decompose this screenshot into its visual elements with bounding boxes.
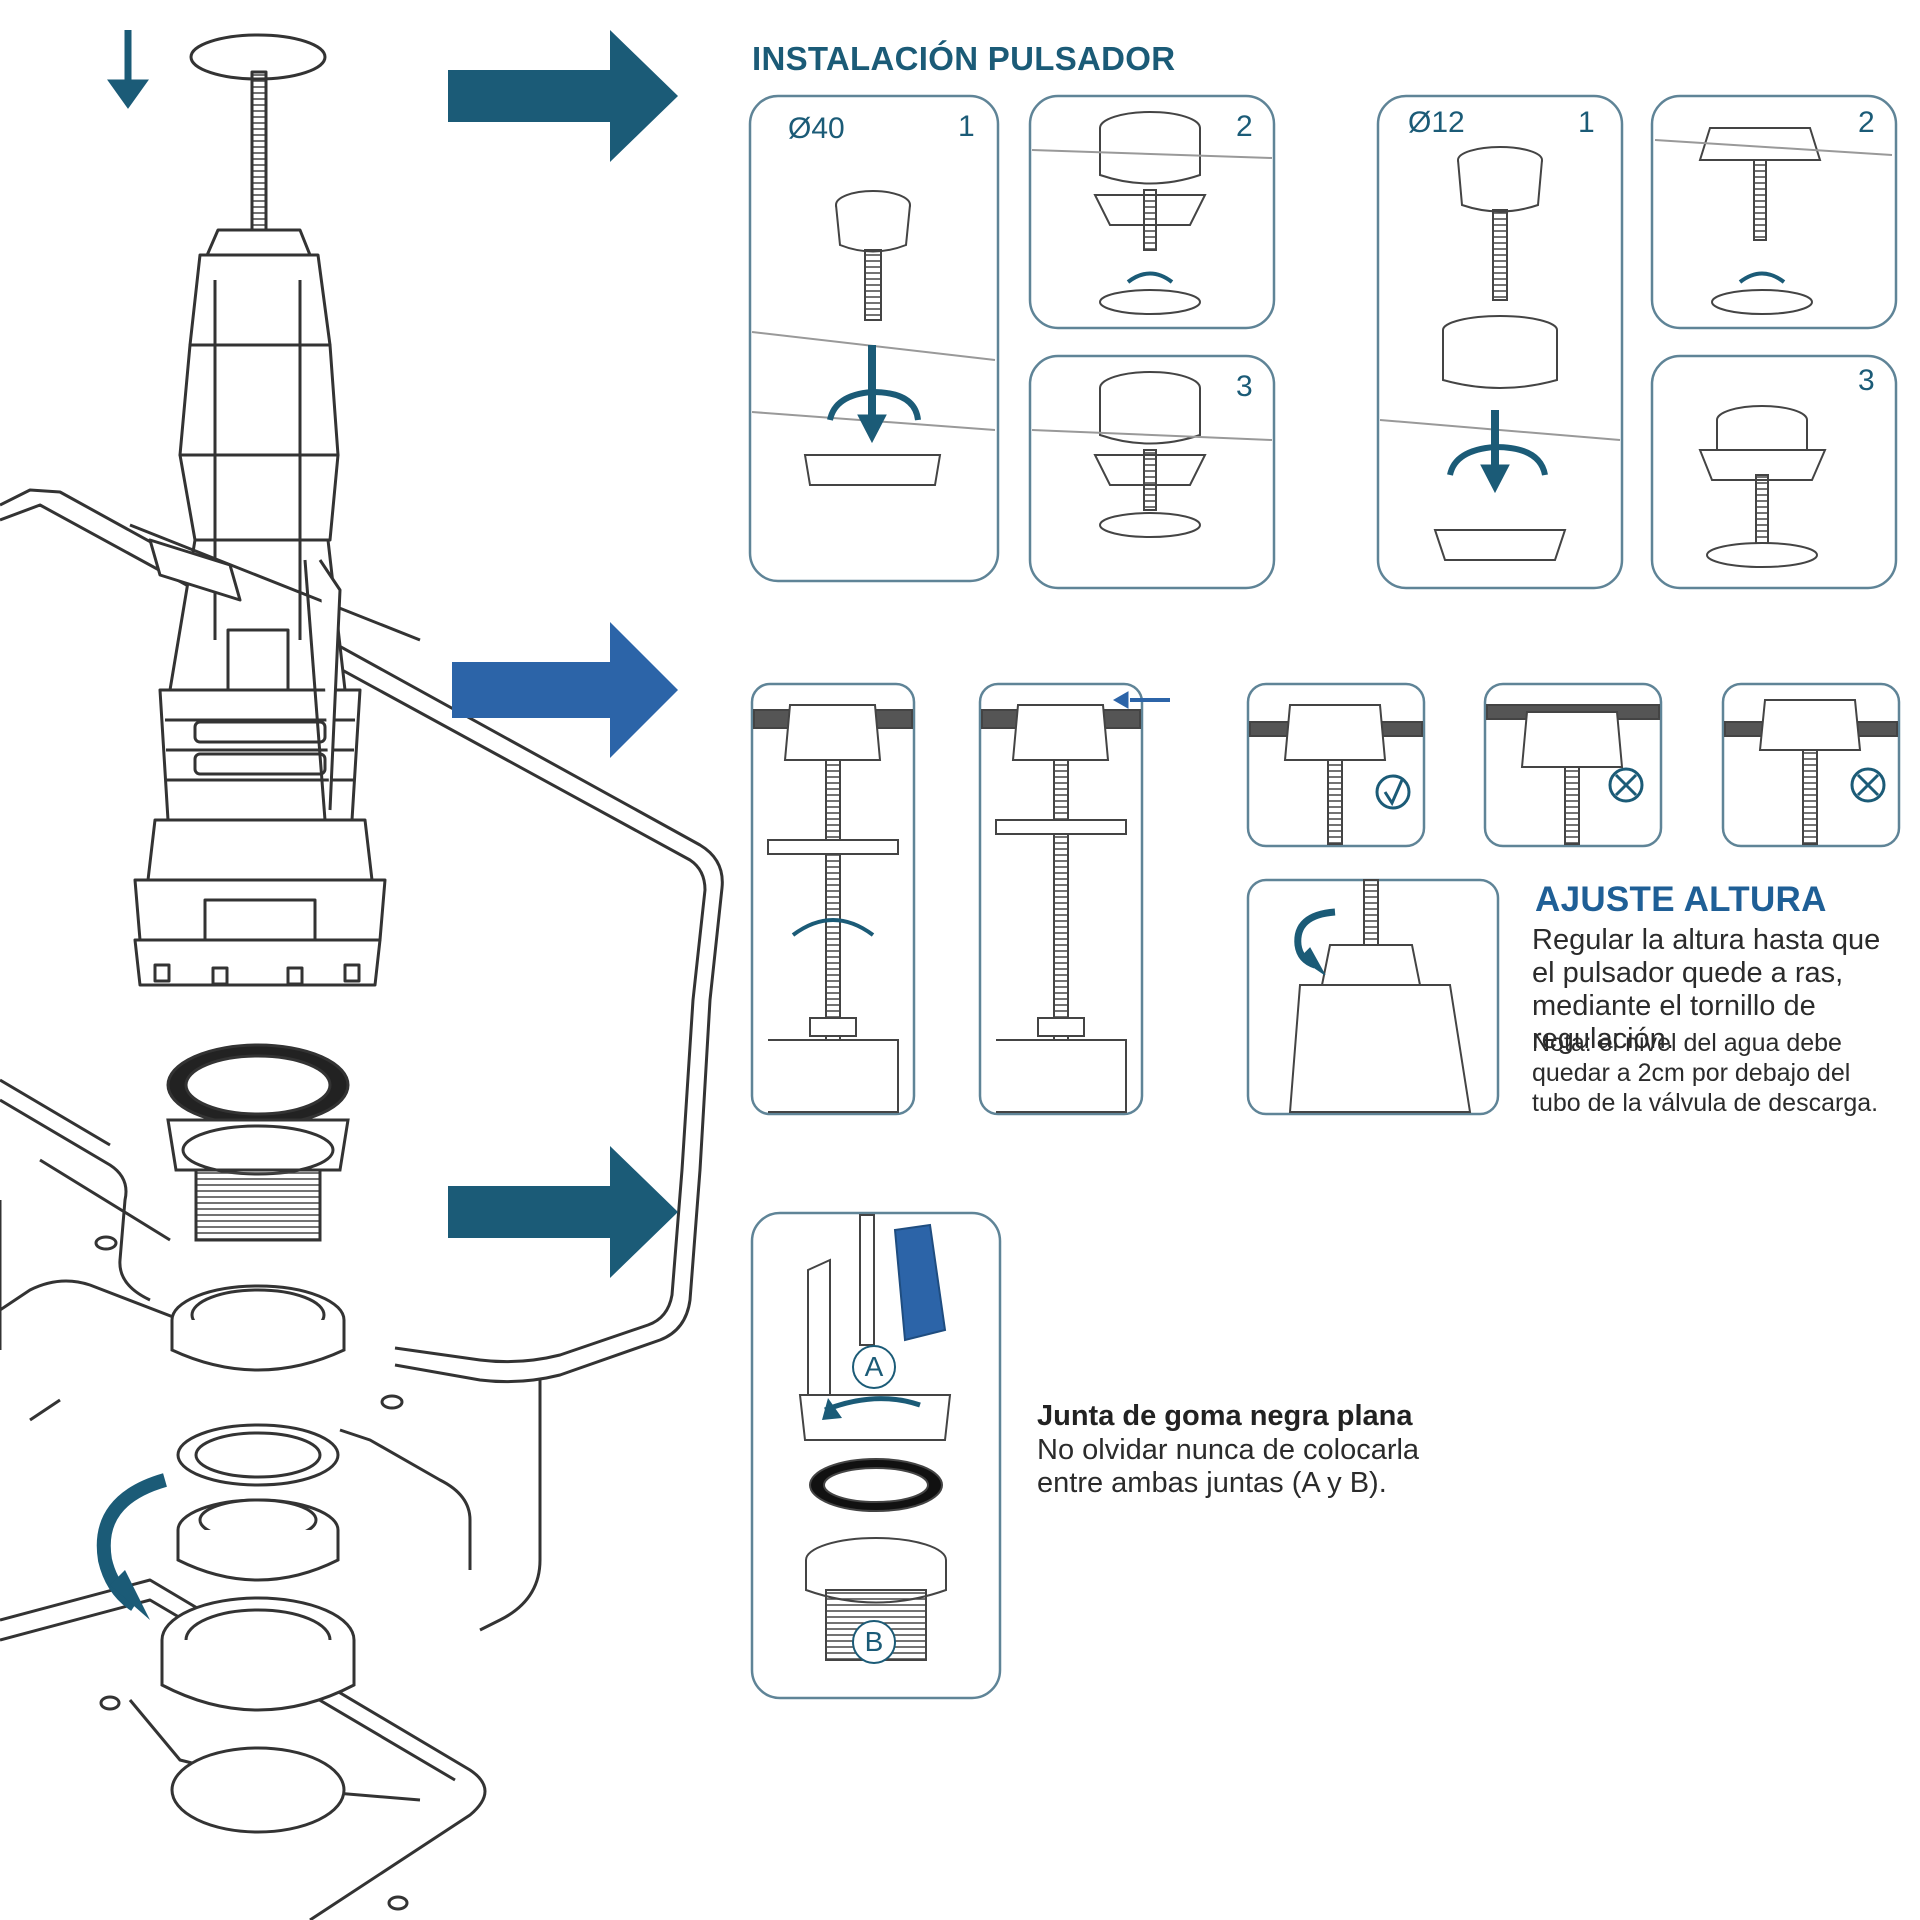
- check-wrong-1: [1486, 704, 1660, 845]
- step-2-label-b: 2: [1858, 106, 1875, 139]
- height-text: Regular la altura hasta que el pulsador …: [1532, 924, 1881, 1055]
- left-arrow-icon: [1112, 691, 1170, 709]
- rotate-small-icon: [1126, 271, 1174, 284]
- button-12-step3: [1698, 405, 1827, 568]
- adjust-step-b: [981, 704, 1141, 1113]
- gasket-stack: [160, 1043, 356, 1834]
- blue-lever: [893, 1223, 947, 1342]
- adjust-step-a: [753, 704, 913, 1113]
- button-12-step1: [1379, 146, 1621, 561]
- step-2-label: 2: [1236, 110, 1253, 143]
- rotate-small-icon-b: [1738, 271, 1786, 284]
- rotate-screw-icon: [1294, 908, 1336, 976]
- label-b: B: [852, 1620, 896, 1664]
- rotate-adjust-icon: [791, 918, 875, 937]
- wrong-icon-2: [1850, 767, 1886, 803]
- arrow-right-icon-blue: [452, 622, 678, 758]
- gasket-title: Junta de goma negra plana: [1037, 1400, 1413, 1432]
- label-a: A: [852, 1345, 896, 1389]
- cistern-outline: [0, 488, 724, 1920]
- button-12-step2: [1654, 127, 1893, 315]
- arrow-right-icon-2: [448, 1146, 678, 1278]
- gasket-text: No olvidar nunca de colocarla entre amba…: [1037, 1434, 1420, 1499]
- rotate-gasket-icon: [824, 1396, 921, 1413]
- gasket-detail: [798, 1214, 952, 1661]
- diameter-12-label: Ø12: [1408, 106, 1465, 139]
- step-1-label-b: 1: [1578, 106, 1595, 139]
- button-40-step1: [751, 190, 996, 486]
- button-40-step2: [1031, 111, 1273, 315]
- step-3-label-b: 3: [1858, 364, 1875, 397]
- flush-valve: [129, 33, 421, 987]
- check-ok-icon: [1375, 774, 1411, 810]
- adjust-screw-detail: [1288, 879, 1472, 1113]
- check-wrong-2: [1724, 699, 1898, 845]
- height-title: AJUSTE ALTURA: [1535, 880, 1827, 919]
- diameter-40-label: Ø40: [788, 112, 845, 145]
- check-ok: [1249, 704, 1423, 845]
- install-title: INSTALACIÓN PULSADOR: [752, 40, 1176, 77]
- wrong-icon: [1608, 767, 1644, 803]
- install-panels: [748, 94, 1898, 590]
- height-note: Nota: el nivel del agua debe quedar a 2c…: [1532, 1029, 1879, 1117]
- down-rotate-icon: [827, 345, 921, 444]
- height-panels: [750, 682, 1901, 1700]
- step-1-label: 1: [958, 110, 975, 143]
- down-arrow-icon: [107, 30, 149, 109]
- step-3-label: 3: [1236, 370, 1253, 403]
- arrow-right-icon: [448, 30, 678, 162]
- down-rotate-icon-b: [1447, 410, 1548, 494]
- button-40-step3: [1031, 371, 1273, 538]
